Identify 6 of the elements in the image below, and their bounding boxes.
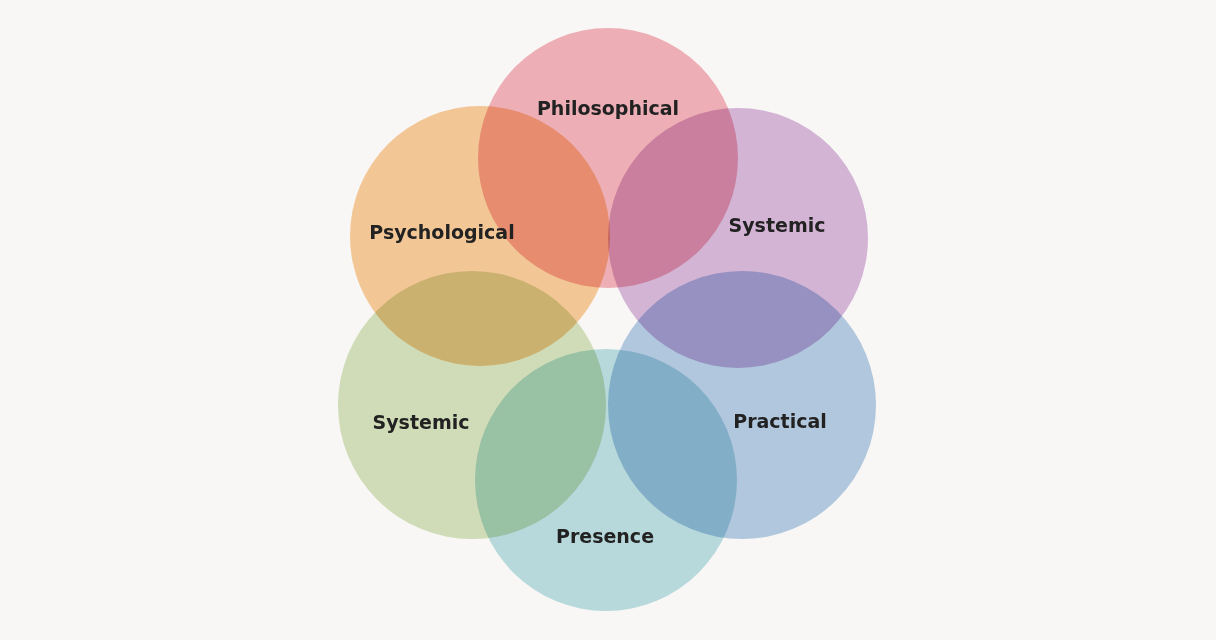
circle-label: Presence (555, 525, 655, 547)
circle-label: Systemic (372, 411, 470, 433)
circle-label: Practical (733, 410, 827, 432)
circle-label: Systemic (728, 214, 826, 236)
circle-label: Psychological (369, 221, 515, 243)
circle-label: Philosophical (536, 97, 680, 119)
